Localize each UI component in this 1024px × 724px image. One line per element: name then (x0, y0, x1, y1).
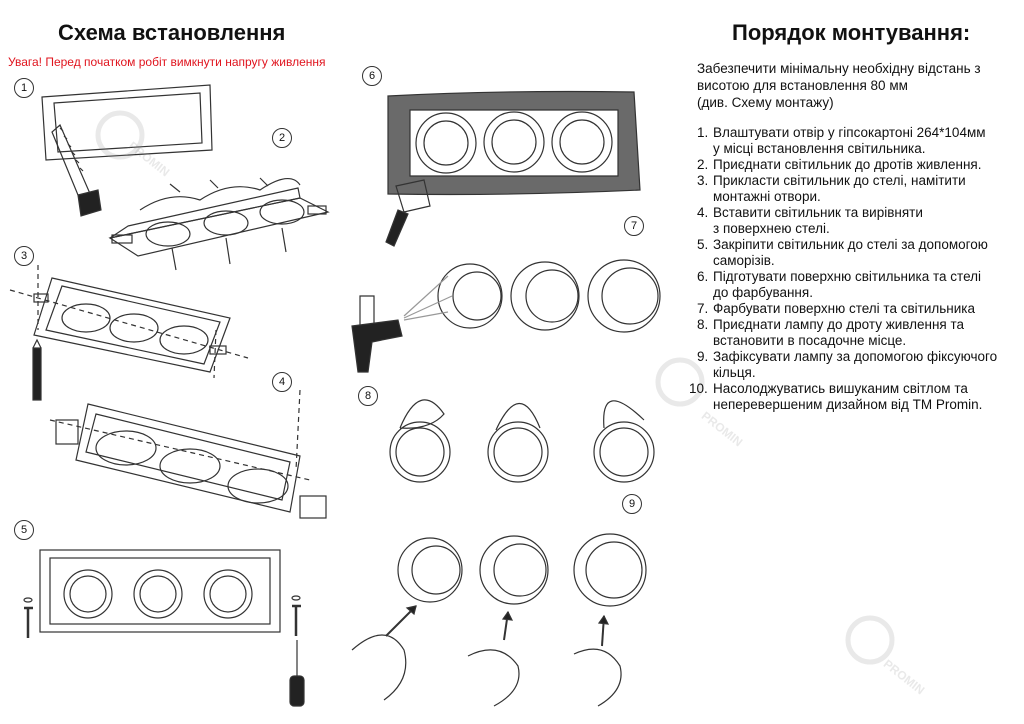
watermark-logo (655, 357, 705, 407)
step-number: 1. (697, 125, 709, 140)
figure-number-7: 7 (624, 216, 644, 236)
step-number: 5. (697, 237, 709, 252)
mounting-procedure-title: Порядок монтування: (732, 20, 971, 45)
step-text-continued: неперевершеним дизайном від ТМ Promin. (713, 397, 983, 412)
figure-8-install-lamp (389, 399, 655, 483)
step-text: Вставити світильник та вирівняти (713, 205, 923, 220)
figure-number-4: 4 (272, 372, 292, 392)
step-text: Насолоджуватись вишуканим світлом та (713, 381, 968, 396)
step-number: 3. (697, 173, 709, 188)
step-text: Приєднати світильник до дротів живлення. (713, 157, 982, 172)
step-item: 2. Приєднати світильник до дротів живленн… (697, 157, 1023, 173)
figure-2-connect-wires (108, 177, 330, 271)
intro-line: Забезпечити мінімальну необхідну відстан… (697, 61, 981, 76)
intro-text: Забезпечити мінімальну необхідну відстан… (697, 60, 1017, 111)
figure-number-1: 1 (14, 78, 34, 98)
watermark-logo (845, 615, 895, 665)
step-text-continued: встановити в посадочне місце. (713, 333, 907, 348)
intro-line: висотою для встановлення 80 мм (697, 78, 908, 93)
step-item: 1. Влаштувати отвір у гіпсокартоні 264*10… (697, 125, 1023, 157)
figure-9-fix-ring (351, 533, 647, 707)
step-number: 7. (697, 301, 709, 316)
mounting-steps-list: 1. Влаштувати отвір у гіпсокартоні 264*10… (689, 125, 1023, 413)
step-text-continued: з поверхнею стелі. (713, 221, 830, 236)
step-number: 4. (697, 205, 709, 220)
step-item: 3. Прикласти світильник до стелі, намітит… (697, 173, 1023, 205)
figure-number-3: 3 (14, 246, 34, 266)
figure-number-6: 6 (362, 66, 382, 86)
figure-number-5: 5 (14, 520, 34, 540)
intro-line: (див. Схему монтажу) (697, 95, 834, 110)
figure-5-secure-fixture (23, 549, 305, 707)
figure-number-9: 9 (622, 494, 642, 514)
step-text: Підготувати поверхню світильника та стел… (713, 269, 982, 284)
figure-1-cut-ceiling (41, 84, 213, 217)
step-text: Зафіксувати лампу за допомогою фіксуючог… (713, 349, 998, 364)
figure-number-8: 8 (358, 386, 378, 406)
step-number: 9. (697, 349, 709, 364)
step-number: 6. (697, 269, 709, 284)
step-number: 8. (697, 317, 709, 332)
step-item: 5. Закріпити світильник до стелі за допом… (697, 237, 1023, 269)
step-text-continued: у місці встановлення світильника. (713, 141, 926, 156)
watermark-logo (95, 110, 145, 160)
figure-number-2: 2 (272, 128, 292, 148)
figure-7-paint (351, 259, 661, 373)
step-text: Приєднати лампу до дроту живлення та (713, 317, 965, 332)
step-text: Фарбувати поверхню стелі та світильника (713, 301, 975, 316)
step-item: 9. Зафіксувати лампу за допомогою фіксуюч… (697, 349, 1023, 381)
step-item: 7. Фарбувати поверхню стелі та світильник… (697, 301, 1023, 317)
step-text-continued: монтажні отвори. (713, 189, 821, 204)
step-text: Влаштувати отвір у гіпсокартоні 264*104м… (713, 125, 986, 140)
step-number: 2. (697, 157, 709, 172)
step-item: 6. Підготувати поверхню світильника та ст… (697, 269, 1023, 301)
step-text-continued: саморізів. (713, 253, 775, 268)
figure-6-prepare-surface (385, 90, 641, 247)
power-off-warning: Увага! Перед початком робіт вимкнути нап… (8, 55, 326, 69)
step-text-continued: до фарбування. (713, 285, 813, 300)
step-text: Закріпити світильник до стелі за допомог… (713, 237, 988, 252)
installation-scheme-title: Схема встановлення (58, 20, 286, 45)
step-text: Прикласти світильник до стелі, намітити (713, 173, 966, 188)
figure-3-mark-holes (9, 265, 249, 401)
figure-4-insert-fixture (49, 389, 327, 519)
step-text-continued: кільця. (713, 365, 756, 380)
step-number: 10. (689, 381, 708, 396)
